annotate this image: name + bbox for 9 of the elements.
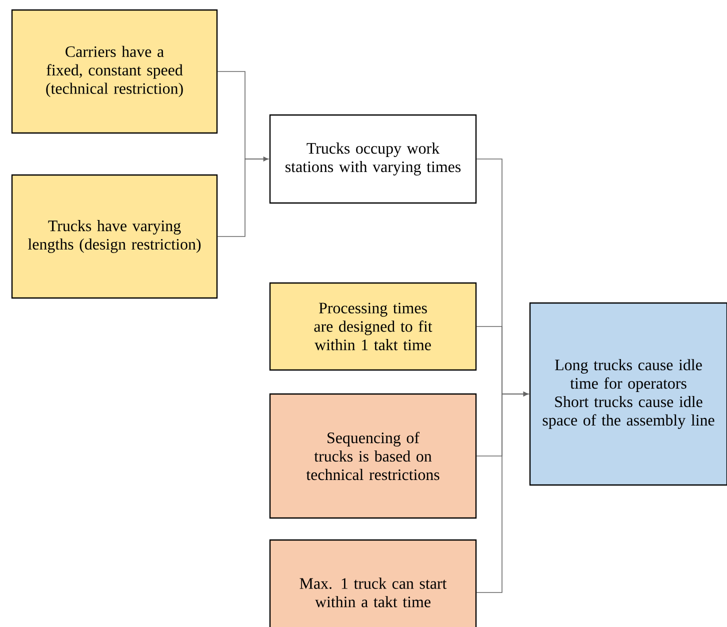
assumption-box: Processing times are designed to fit within 1 takt time — [269, 282, 477, 371]
restriction-box: Trucks have varying lengths (design restriction) — [11, 174, 218, 299]
assumption-box: Max. 1 truck can start within a takt time — [269, 539, 477, 627]
connector-arrow — [476, 392, 528, 593]
assumption-box: Sequencing of trucks is based on technical restrictions — [269, 393, 477, 519]
connector-arrow — [217, 156, 268, 237]
effect-box: Trucks occupy work stations with varying times — [269, 114, 477, 204]
outcome-box: Long trucks cause idle time for operators Short trucks cause idle space of the assembly line — [529, 302, 727, 486]
restriction-box: Carriers have a fixed, constant speed (technical restriction) — [11, 9, 218, 134]
